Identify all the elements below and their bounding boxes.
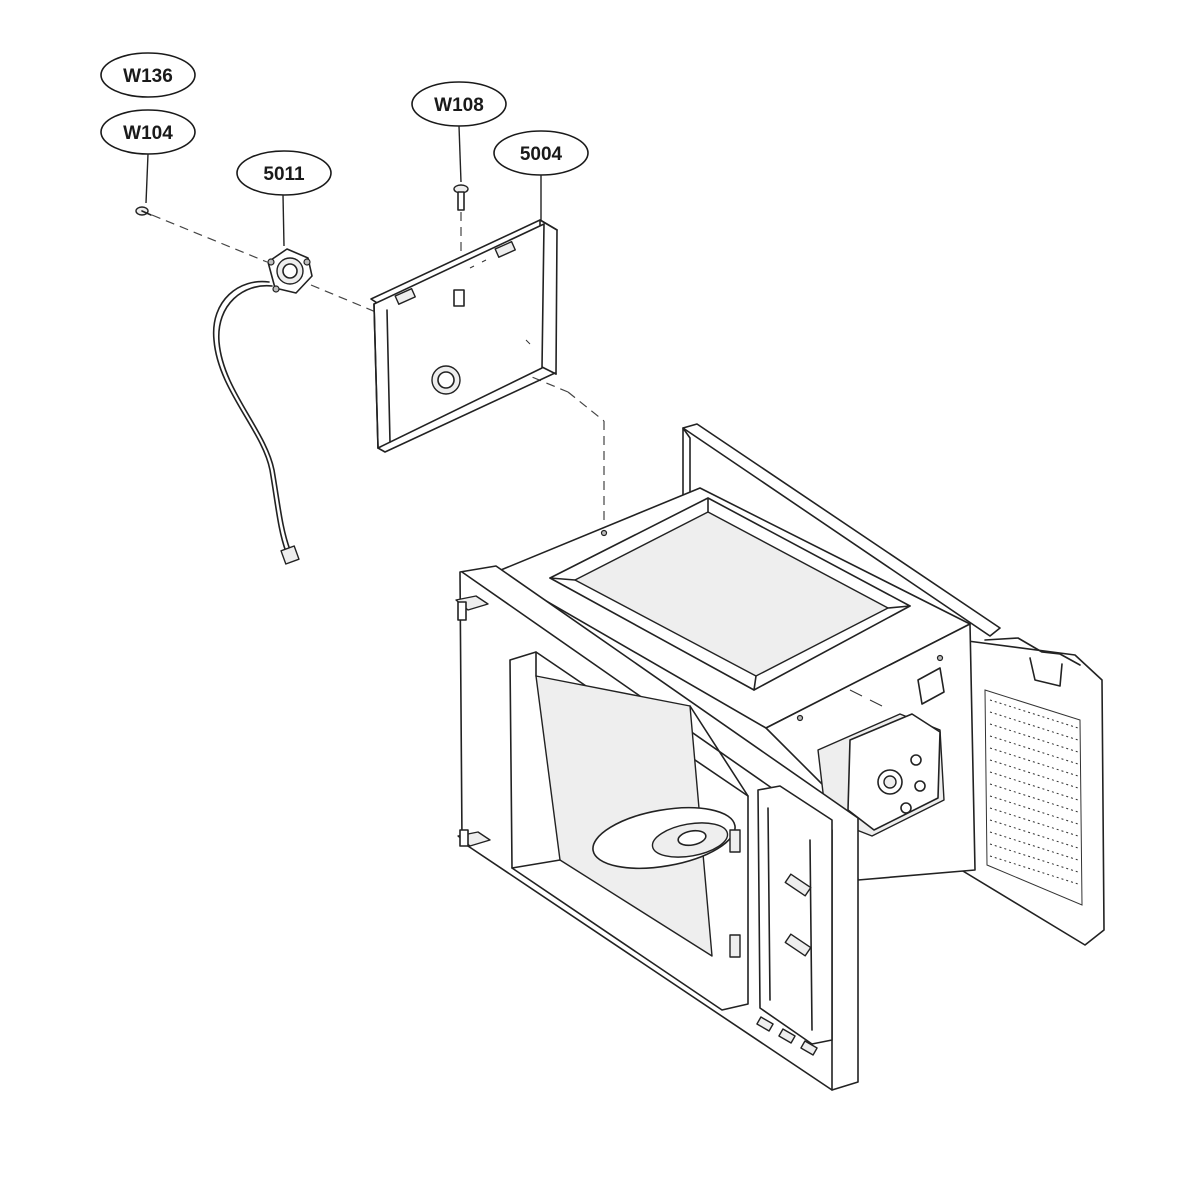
screw-w104[interactable] <box>135 206 152 216</box>
microwave-cavity-assembly[interactable] <box>455 423 1105 1091</box>
part-5004-bracket[interactable] <box>370 219 558 453</box>
screw-w108[interactable] <box>453 184 469 211</box>
callout-w136-label: W136 <box>123 66 173 87</box>
callout-w104[interactable]: W104 <box>100 109 196 155</box>
callout-5011-label: 5011 <box>263 164 305 185</box>
part-5011-sensor[interactable] <box>212 248 313 565</box>
vent-grid <box>984 689 1083 906</box>
callout-w108[interactable]: W108 <box>411 81 507 127</box>
leader-lines <box>145 125 542 247</box>
callout-5004[interactable]: 5004 <box>493 130 589 176</box>
callout-w108-label: W108 <box>434 95 484 116</box>
callout-5011[interactable]: 5011 <box>236 150 332 196</box>
callout-w104-label: W104 <box>123 123 173 144</box>
callout-w136[interactable]: W136 <box>100 52 196 98</box>
callout-5004-label: 5004 <box>520 144 563 165</box>
